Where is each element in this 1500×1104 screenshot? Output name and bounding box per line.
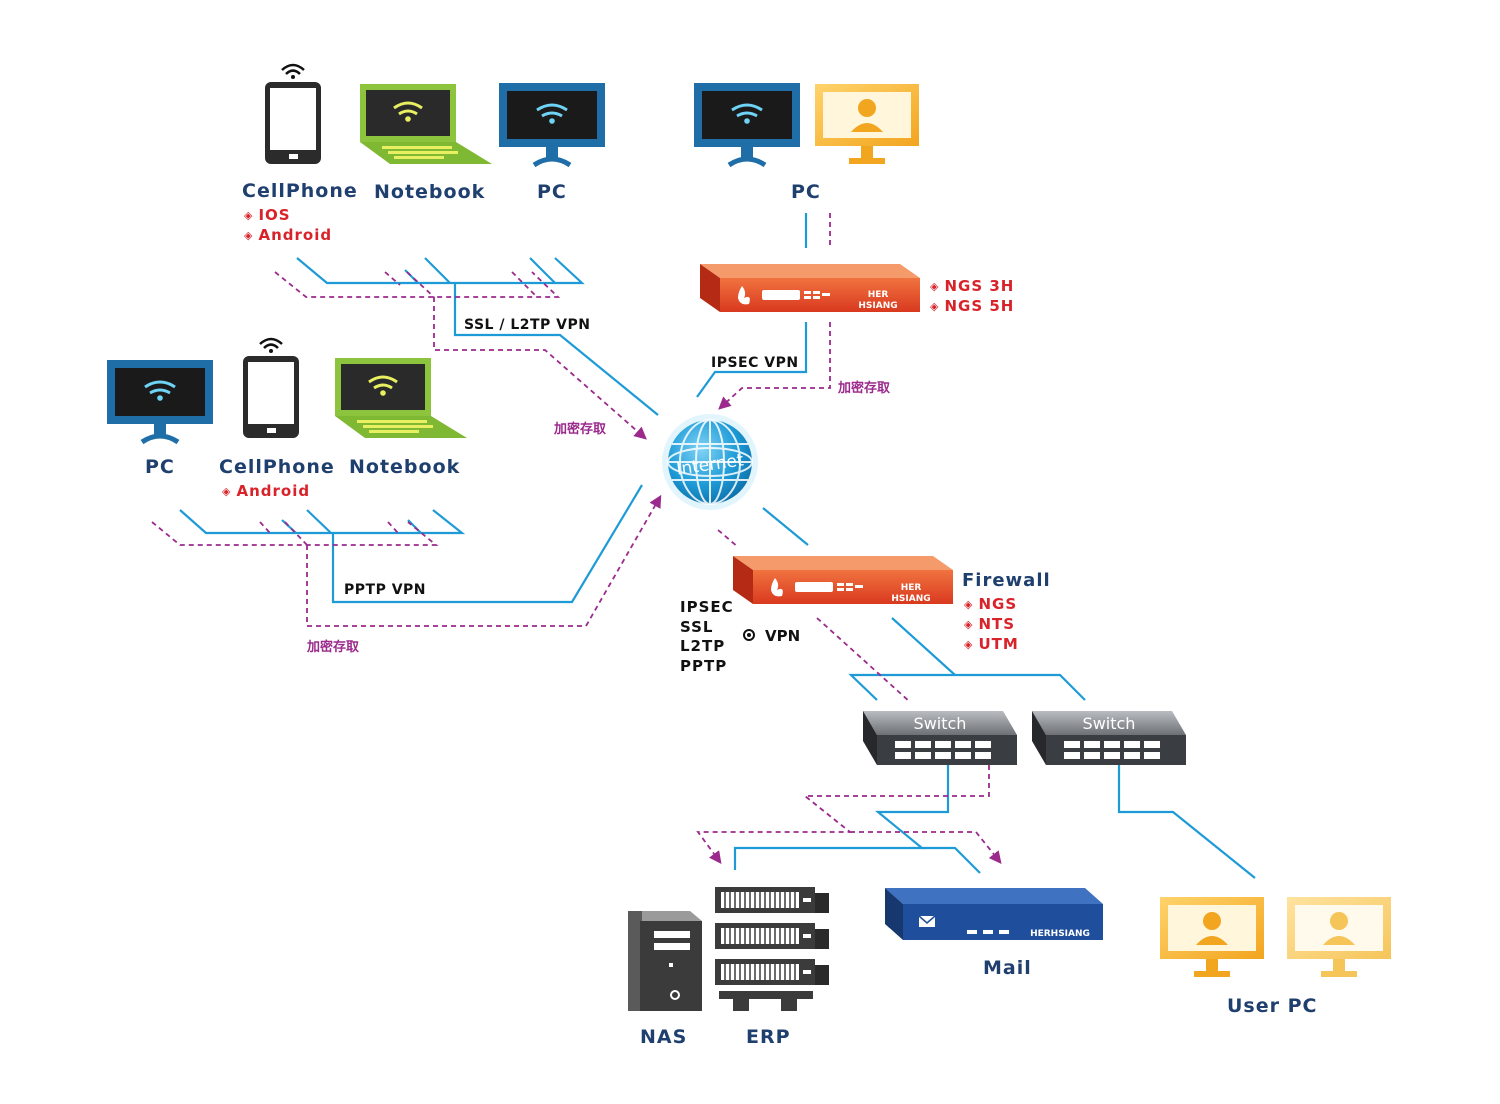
branch-model-ngs3h: NGS 3H xyxy=(930,277,1014,295)
branch-pc-monitor-icon xyxy=(694,83,800,168)
ssl-l2tp-vpn-label: SSL / L2TP VPN xyxy=(464,317,591,333)
cellphone-label: CellPhone xyxy=(242,180,358,202)
hq-firewall-icon xyxy=(733,556,953,604)
branch-pc-label: PC xyxy=(791,181,821,203)
branch-user-monitor-icon xyxy=(815,84,919,164)
connection-lines xyxy=(179,213,1256,879)
bullet-icon xyxy=(743,629,755,641)
branch-firewall-brand-line1: HER xyxy=(868,290,889,300)
encrypted-access-label: 加密存取 xyxy=(307,640,360,655)
switch-2-label: Switch xyxy=(1083,714,1136,733)
branch-model-ngs5h: NGS 5H xyxy=(930,297,1014,315)
switch-2-icon xyxy=(1032,711,1186,765)
cellphone-icon xyxy=(265,63,321,164)
firewall-model-nts: NTS xyxy=(964,615,1015,633)
erp-server-icon xyxy=(715,887,829,1011)
firewall-model-utm: UTM xyxy=(964,635,1019,653)
cellphone-os-android: Android xyxy=(244,226,332,244)
encrypted-access-label: 加密存取 xyxy=(838,381,891,396)
user-pc-monitor-icon xyxy=(1160,897,1264,977)
cellphone-label: CellPhone xyxy=(219,456,335,478)
notebook-label: Notebook xyxy=(374,181,486,203)
hq-firewall-brand-line2: HSIANG xyxy=(891,594,930,604)
protocol-ssl: SSL xyxy=(680,618,714,636)
line-group2-bus xyxy=(179,509,466,535)
pc-monitor-icon xyxy=(499,83,605,168)
erp-label: ERP xyxy=(746,1026,791,1048)
pc-label: PC xyxy=(537,181,567,203)
encrypted-lines xyxy=(151,213,1002,865)
line-pptp-vpn xyxy=(331,484,643,604)
protocol-pptp: PPTP xyxy=(680,657,728,675)
cellphone-os-android: Android xyxy=(222,482,310,500)
line-ssl-vpn xyxy=(453,283,659,416)
branch-firewall-icon xyxy=(700,264,920,312)
encrypted-access-label: 加密存取 xyxy=(554,422,607,437)
protocol-ipsec: IPSEC xyxy=(680,598,734,616)
mail-label: Mail xyxy=(983,957,1032,979)
internet-globe-icon xyxy=(662,414,758,510)
protocol-l2tp: L2TP xyxy=(680,637,726,655)
notebook-icon xyxy=(335,358,467,438)
user-pc-monitor-icon xyxy=(1287,897,1391,977)
hq-vpn-text: VPN xyxy=(765,627,801,645)
hq-firewall-brand-line1: HER xyxy=(901,583,922,593)
pptp-vpn-label: PPTP VPN xyxy=(344,582,427,598)
notebook-icon xyxy=(360,84,492,164)
user-pc-label: User PC xyxy=(1227,995,1318,1017)
notebook-label: Notebook xyxy=(349,456,461,478)
line-ipsec-vpn xyxy=(696,322,808,398)
hq-vpn-label: VPN xyxy=(743,627,800,645)
nas-server-icon xyxy=(628,911,702,1011)
cellphone-icon xyxy=(243,337,299,438)
ipsec-vpn-label: IPSEC VPN xyxy=(711,355,799,371)
nas-label: NAS xyxy=(640,1026,688,1048)
firewall-model-ngs: NGS xyxy=(964,595,1017,613)
cellphone-os-ios: IOS xyxy=(244,206,291,224)
firewall-title: Firewall xyxy=(962,570,1051,591)
switch-1-icon xyxy=(863,711,1017,765)
branch-firewall-brand-line2: HSIANG xyxy=(858,301,897,311)
pc-monitor-icon xyxy=(107,360,213,445)
pc-label: PC xyxy=(145,456,175,478)
mail-server-brand: HERHSIANG xyxy=(1030,929,1090,939)
switch-1-label: Switch xyxy=(914,714,967,733)
mail-server-icon xyxy=(885,888,1103,940)
